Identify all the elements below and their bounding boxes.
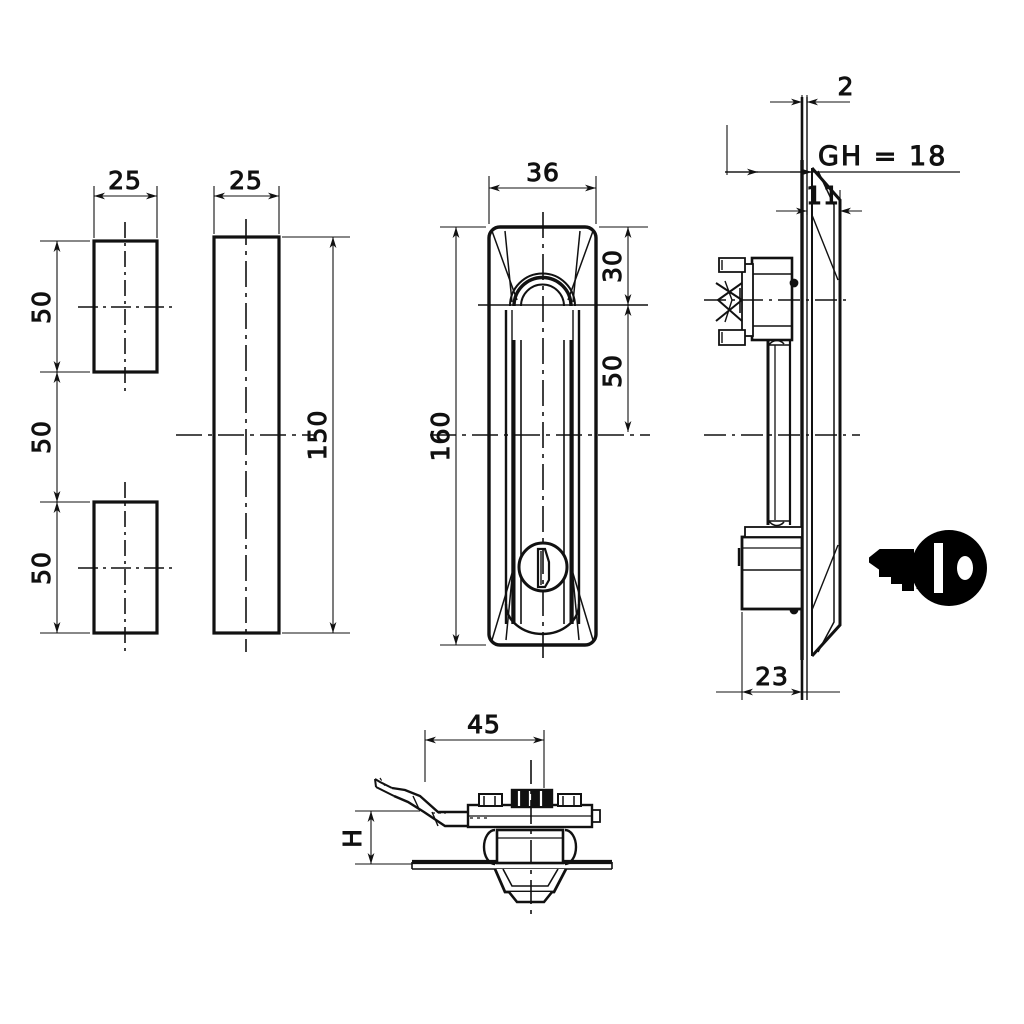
plan-serration-left — [478, 793, 503, 807]
cam-star-inner — [724, 280, 733, 323]
dim-label-45: 45 — [467, 710, 501, 739]
dim-label-H: H — [338, 828, 367, 848]
bezel-draft-upper — [811, 214, 839, 281]
dim-label-2: 2 — [838, 72, 855, 101]
key-bow-hole — [957, 556, 973, 580]
plan-clip-left — [482, 828, 496, 866]
dim-label-23: 23 — [755, 662, 789, 691]
chamfer-top-right-a — [567, 230, 594, 301]
view-bar: 25 150 — [176, 166, 350, 652]
view-side-elevation: 2 GH = 18 11 23 — [704, 72, 960, 700]
dim-label-50a: 50 — [27, 290, 56, 324]
plan-clip-right — [564, 828, 578, 866]
plan-cam-arm-rib — [431, 811, 439, 827]
chamfer-top-left-b — [504, 230, 513, 303]
dim-label-50c: 50 — [27, 551, 56, 585]
plan-flange-tab-right — [592, 809, 601, 823]
note-gh-18: GH = 18 — [818, 141, 947, 172]
plan-cam-arm-bottom — [393, 794, 468, 828]
bezel-outline — [810, 167, 842, 658]
dim-label-50d: 50 — [598, 354, 627, 388]
plan-cam-arm-top — [391, 786, 468, 814]
view-front-elevation: 36 160 30 50 — [426, 158, 650, 662]
plan-serration-right — [557, 793, 582, 807]
chamfer-top-left-a — [491, 230, 518, 301]
key-bow-bar — [934, 543, 943, 593]
chamfer-bot-left-b — [505, 577, 513, 641]
dim-label-11: 11 — [806, 181, 840, 210]
dim-label-50b: 50 — [27, 420, 56, 454]
handle-top-arc-inner — [520, 283, 565, 307]
plan-cam-nut-inner — [502, 868, 559, 887]
plan-cam-arm-tip-b — [375, 786, 395, 797]
plan-cam-arm-end — [374, 778, 377, 788]
dim-label-160: 160 — [426, 411, 455, 462]
bezel-inner-outline — [817, 170, 835, 653]
bezel-draft-lower — [811, 544, 839, 611]
plan-cam-arm-tip-a — [374, 778, 393, 789]
dim-label-150: 150 — [303, 410, 332, 461]
dim-label-25b: 25 — [229, 166, 263, 195]
chamfer-bot-left-a — [491, 569, 514, 641]
pivot-pin-upper — [789, 278, 799, 288]
chamfer-top-right-b — [572, 230, 581, 303]
key-icon — [869, 530, 987, 606]
dim-label-30: 30 — [598, 249, 627, 283]
cylinder-flange — [744, 526, 803, 538]
cam-tab-upper — [718, 257, 746, 273]
plan-cam-arm-rib2 — [412, 795, 420, 810]
view-plan-section: 45 H — [338, 710, 613, 915]
plan-housing-body — [495, 828, 565, 865]
key-bow — [911, 530, 987, 606]
dim-label-36: 36 — [526, 158, 560, 187]
view-cutout-pattern: 25 50 50 50 — [27, 166, 172, 652]
dim-label-25a: 25 — [108, 166, 142, 195]
cam-housing-upper — [750, 256, 794, 342]
handle-side-bot-fillet — [767, 517, 785, 527]
chamfer-bot-right-b — [572, 577, 580, 641]
key-blade — [869, 549, 914, 591]
plan-cam-arm-hidden2 — [379, 777, 386, 787]
cam-tab-lower — [718, 329, 746, 346]
chamfer-bot-right-a — [571, 569, 594, 641]
